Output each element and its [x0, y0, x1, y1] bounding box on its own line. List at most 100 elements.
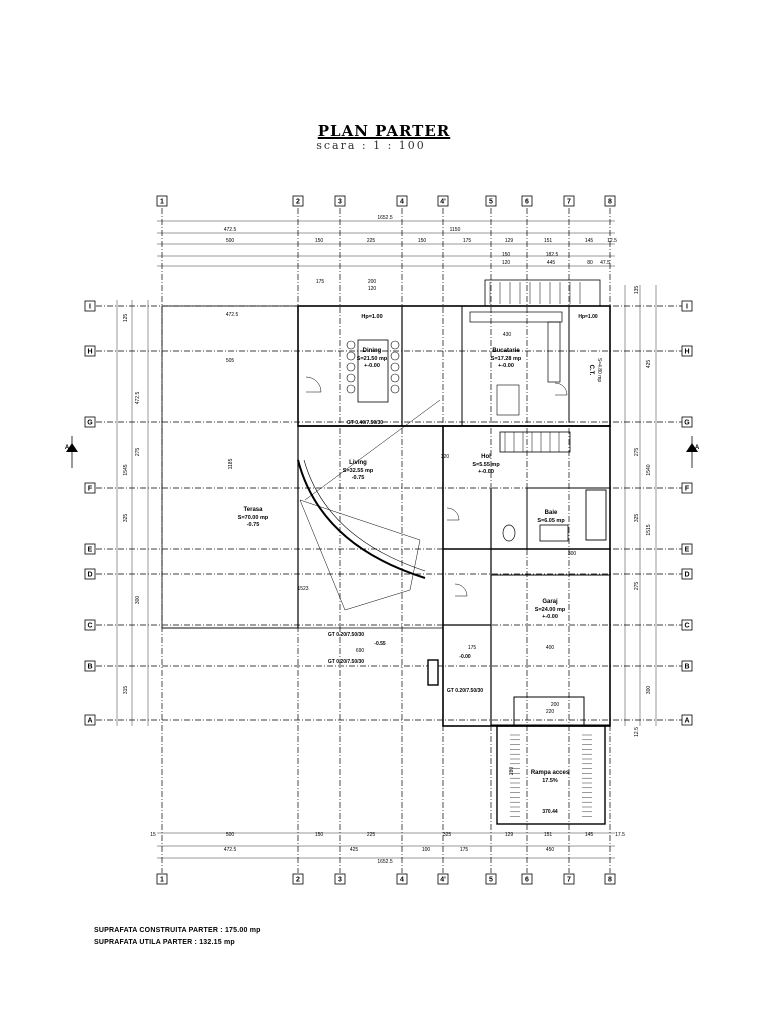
kitchen-table: [496, 384, 520, 416]
level-mark: -0.55: [374, 641, 386, 647]
dim-interior: 1523: [297, 586, 308, 592]
dim-top-r2: 175: [463, 238, 472, 244]
axis-bubble-B-left: [84, 660, 96, 672]
axis-label-6: 6: [525, 877, 529, 884]
room-name: Rampa acces: [531, 770, 570, 776]
dim-bottom-r1: 15: [150, 832, 156, 838]
dim-interior: 400: [546, 645, 555, 651]
beam-label: GT 0.40/7.50/30: [347, 420, 383, 426]
room-area: S=21.50 mp: [357, 356, 388, 362]
room-name: Living: [349, 460, 367, 466]
drawing-scale: scara : 1 : 100: [316, 139, 426, 152]
ramp-outline: [496, 725, 606, 825]
dim-bottom-r2: 100: [422, 847, 431, 853]
room-area: S=5.55 mp: [472, 462, 500, 468]
axis-bubble-1-top: [156, 195, 168, 207]
room-name: C.T.: [588, 365, 594, 376]
curved-glazing-inner: [303, 459, 426, 572]
dim-bottom-r1: 129: [505, 832, 514, 838]
kitchen-counter-top: [469, 311, 563, 323]
dim-top-r1-0: 472.5: [224, 227, 237, 233]
dim-top-r2: 150: [418, 238, 427, 244]
axis-label-E: E: [88, 547, 93, 554]
dim-bottom-r1: 151: [544, 832, 553, 838]
axis-bubble-G-left: [84, 416, 96, 428]
dim-top-other: 120: [368, 286, 377, 292]
dim-bottom-r1: 500: [226, 832, 235, 838]
chair: [346, 351, 356, 361]
dim-interior: 320: [441, 454, 450, 460]
beam-label: GT 0.20/7.50/30: [447, 688, 483, 694]
axis-label-C: C: [87, 623, 92, 630]
dim-top-other: 175: [316, 279, 325, 285]
axis-bubble-B-right: [681, 660, 693, 672]
axis-label-G: G: [87, 420, 93, 427]
axis-label-4: 4: [400, 877, 404, 884]
dim-top-r2: 129: [505, 238, 514, 244]
axis-bubble-8-top: [604, 195, 616, 207]
room-level: +-0.00: [364, 363, 380, 369]
axis-bubble-7-top: [563, 195, 575, 207]
chair: [390, 384, 400, 394]
room-level: -0.75: [247, 522, 260, 528]
bathtub-sink: [539, 524, 569, 542]
dim-top-r2: 500: [226, 238, 235, 244]
axis-label-4': 4': [440, 877, 446, 884]
dim-top-r4: 445: [547, 260, 556, 266]
room-name: Dining: [363, 348, 382, 354]
room-level: +-0.00: [542, 614, 558, 620]
dim-bottom-r1: 225: [367, 832, 376, 838]
dim-interior: 200: [551, 702, 560, 708]
beam-label: GT 0.20/7.50/30: [328, 632, 364, 638]
chair: [390, 340, 400, 350]
axis-bubble-H-left: [84, 345, 96, 357]
axis-label-E: E: [685, 547, 690, 554]
dim-top-r4: 80: [587, 260, 593, 266]
axis-label-8: 8: [608, 877, 612, 884]
chair: [346, 340, 356, 350]
axis-label-4': 4': [440, 199, 446, 206]
axis-bubble-A-left: [84, 714, 96, 726]
axis-bubble-C-right: [681, 619, 693, 631]
axis-bubble-6-top: [521, 195, 533, 207]
axis-label-D: D: [684, 572, 689, 579]
dim-right: 325: [634, 514, 640, 523]
plan-structure: [66, 195, 698, 885]
dim-top-r4: 47.5: [600, 260, 610, 266]
axis-bubble-4-bottom: [396, 873, 408, 885]
room-area: S=32.55 mp: [343, 468, 374, 474]
axis-label-2: 2: [296, 877, 300, 884]
dim-right: 12.5: [634, 727, 640, 737]
axis-bubble-2-top: [292, 195, 304, 207]
kitchen-counter-side: [547, 321, 561, 383]
dim-top-r3: 150: [502, 252, 511, 258]
dim-interior: 220: [546, 709, 555, 715]
dim-top-r4: 120: [502, 260, 511, 266]
axis-label-B: B: [684, 664, 689, 671]
room-level: -0.75: [352, 475, 365, 481]
section-arrow: [686, 443, 698, 452]
axis-label-2: 2: [296, 199, 300, 206]
axis-bubble-I-left: [84, 300, 96, 312]
axis-bubble-G-right: [681, 416, 693, 428]
terrace-canopy: [299, 499, 421, 611]
dim-right: 300: [646, 686, 652, 695]
dim-right: 1515: [646, 524, 652, 535]
axis-bubble-1-bottom: [156, 873, 168, 885]
dim-right: 275: [634, 448, 640, 457]
ceiling-height: Hp=1.00: [361, 314, 382, 320]
dim-bottom-total: 1652.5: [377, 859, 393, 865]
room-level: +-0.00: [498, 363, 514, 369]
axis-label-5: 5: [489, 877, 493, 884]
dim-right: 425: [646, 360, 652, 369]
room-name: Hol: [481, 454, 491, 460]
room-name: Baie: [545, 510, 558, 516]
room-level: +-0.00: [478, 469, 494, 475]
axis-label-4: 4: [400, 199, 404, 206]
axis-bubble-F-right: [681, 482, 693, 494]
axis-label-1: 1: [160, 199, 164, 206]
axis-bubble-D-left: [84, 568, 96, 580]
dim-left: 315: [123, 686, 129, 695]
room-name: Bucatarie: [492, 348, 520, 354]
